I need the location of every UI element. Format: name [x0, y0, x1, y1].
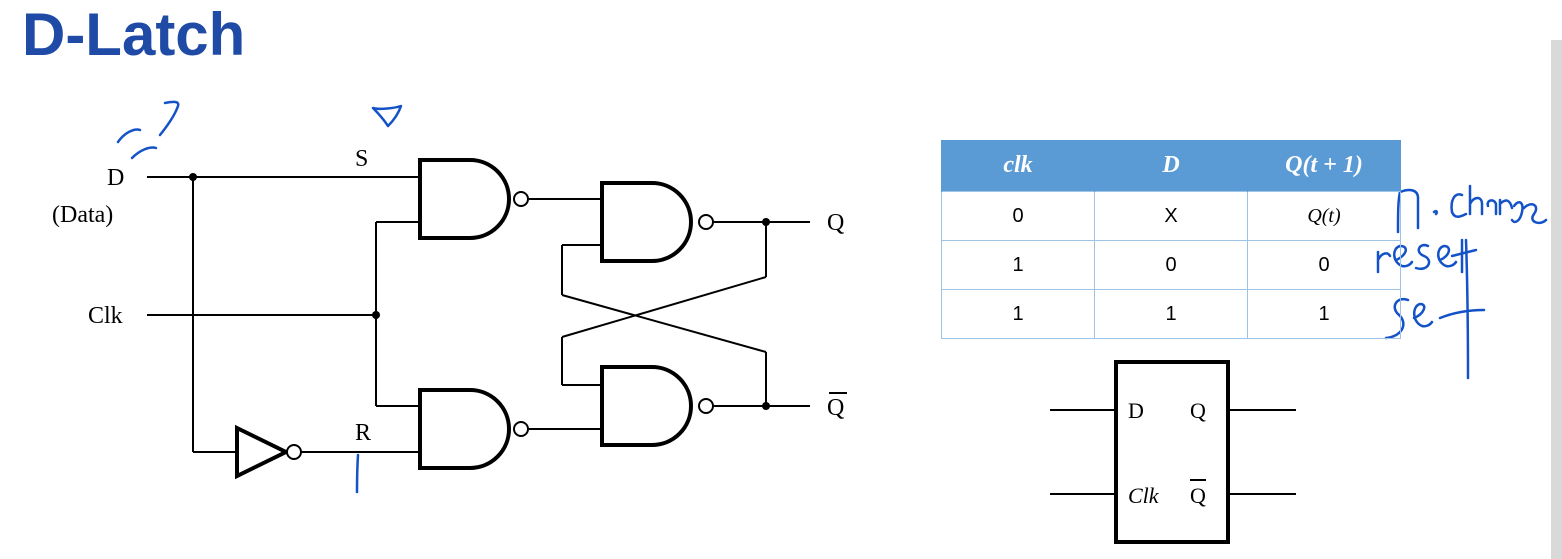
symbol-pin-clk: Clk — [1128, 483, 1160, 508]
nand-bubble — [698, 398, 714, 414]
table-cell: 1 — [941, 240, 1095, 290]
symbol-pin-qbar: Q — [1190, 483, 1206, 508]
nand-gate-qbar — [600, 365, 693, 447]
table-header-d: D — [1094, 140, 1248, 192]
symbol-pin-q: Q — [1190, 398, 1206, 423]
label-r: R — [355, 420, 371, 446]
table-cell: 0 — [1094, 240, 1248, 290]
latch-symbol-box — [1114, 360, 1230, 544]
table-cell: 1 — [941, 289, 1095, 339]
table-cell: 1 — [1094, 289, 1248, 339]
junction-dot — [762, 402, 770, 410]
inverter-bubble — [286, 444, 302, 460]
junction-dot — [189, 173, 197, 181]
label-clk: Clk — [88, 303, 123, 329]
inverter-gate — [235, 424, 291, 480]
table-row: 1 1 1 — [941, 289, 1401, 339]
nand-bubble — [513, 191, 529, 207]
label-s: S — [355, 146, 368, 172]
table-header-clk: clk — [941, 140, 1095, 192]
nand-gate-s — [418, 158, 511, 240]
nand-gate-q — [600, 181, 693, 263]
table-cell: 0 — [1247, 240, 1401, 290]
nand-bubble — [513, 421, 529, 437]
table-cell: 1 — [1247, 289, 1401, 339]
symbol-pin-d: D — [1128, 398, 1144, 423]
label-data: (Data) — [52, 202, 113, 228]
table-cell: X — [1094, 191, 1248, 241]
label-q: Q — [827, 210, 844, 236]
table-cell: Q(t) — [1247, 191, 1401, 241]
truth-table: clk D Q(t + 1) 0 X Q(t) 1 0 0 1 1 1 — [941, 140, 1401, 339]
label-d: D — [107, 165, 124, 191]
nand-gate-r — [418, 388, 511, 470]
table-row: 1 0 0 — [941, 240, 1401, 290]
junction-dot — [762, 218, 770, 226]
table-header-q-next: Q(t + 1) — [1247, 140, 1401, 192]
nand-bubble — [698, 214, 714, 230]
junction-dot — [372, 311, 380, 319]
label-qbar: Q — [827, 395, 844, 421]
page-title: D-Latch — [22, 1, 246, 68]
table-row: 0 X Q(t) — [941, 191, 1401, 241]
scrollbar[interactable] — [1551, 40, 1562, 559]
table-cell: 0 — [941, 191, 1095, 241]
